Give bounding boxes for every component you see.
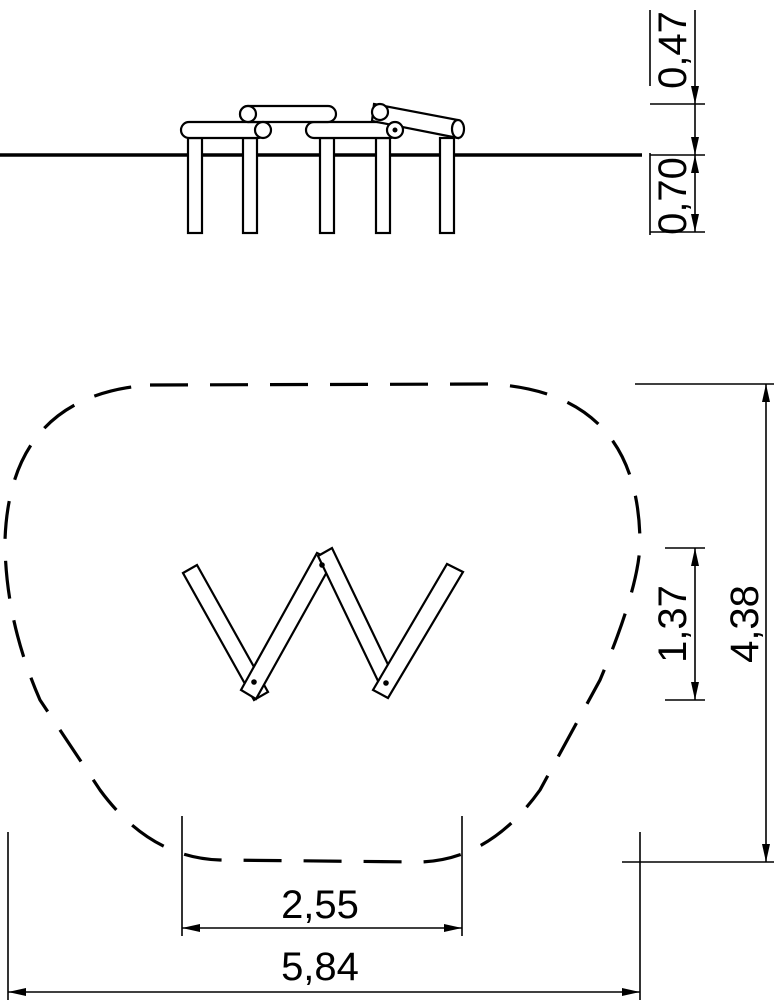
beam — [179, 120, 268, 140]
arrow — [182, 924, 200, 932]
post — [318, 136, 336, 235]
beam-end — [370, 102, 390, 122]
bolt — [251, 679, 257, 685]
plan-view — [3, 382, 642, 864]
balance-beam — [239, 551, 335, 701]
safety-area-width-label: 5,84 — [281, 945, 359, 989]
arrow — [691, 137, 699, 155]
post — [438, 136, 456, 235]
arrow — [691, 86, 699, 104]
equipment-depth-label: 1,37 — [651, 585, 695, 663]
safety-area-depth-label: 4,38 — [723, 585, 767, 663]
post — [374, 136, 392, 235]
balance-beam — [371, 562, 465, 700]
bolt — [319, 562, 325, 568]
bolt — [383, 680, 389, 686]
plan-horizontal-dimensions: 2,55 5,84 — [7, 816, 641, 1000]
arrow — [762, 844, 770, 862]
elevation-dimensions: 0,47 0,70 — [649, 10, 705, 235]
arrow — [444, 924, 462, 932]
safety-area-outline — [3, 382, 642, 864]
post — [241, 136, 259, 235]
post — [186, 136, 204, 235]
balance-beam — [181, 563, 270, 702]
equipment-width-label: 2,55 — [281, 883, 359, 927]
side-elevation-view — [0, 102, 642, 235]
arrow — [8, 988, 26, 996]
plan-vertical-dimensions: 1,37 4,38 — [622, 383, 774, 863]
beam-end — [238, 104, 258, 124]
arrow — [622, 988, 640, 996]
depth-below-ground-label: 0,70 — [651, 157, 695, 235]
balance-beam — [316, 546, 395, 685]
arrow — [762, 384, 770, 402]
beam-end — [253, 120, 273, 140]
bolt — [392, 127, 398, 133]
arrow — [691, 548, 699, 566]
beam-end — [450, 118, 466, 140]
arrow — [691, 682, 699, 700]
arrow — [691, 155, 699, 173]
arrow — [691, 214, 699, 232]
height-above-ground-label: 0,47 — [651, 11, 695, 89]
